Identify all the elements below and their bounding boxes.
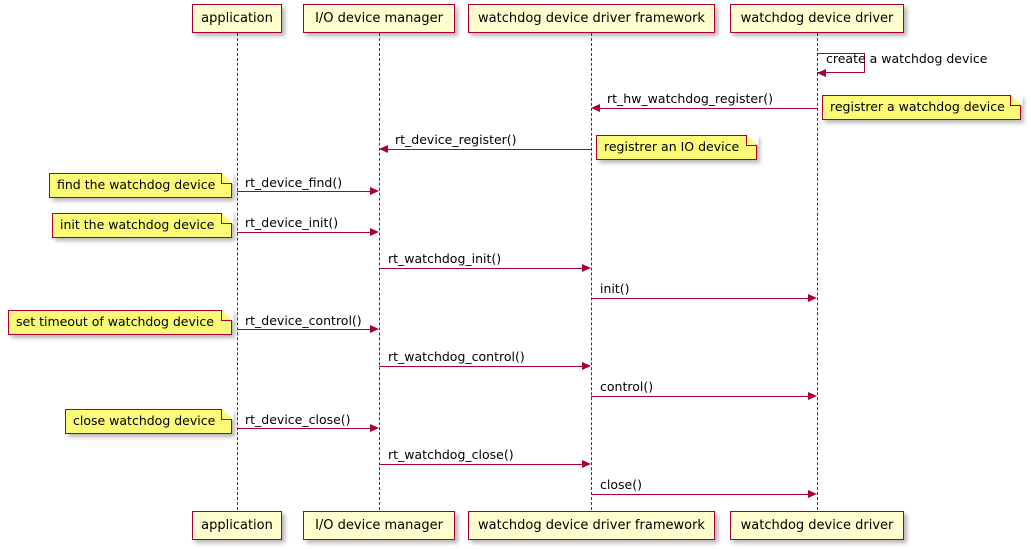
participant-label: watchdog device driver — [740, 518, 894, 533]
lifeline-application — [237, 33, 238, 510]
participant-label: watchdog device driver framework — [478, 11, 705, 26]
message-label-create-watchdog-device: create a watchdog device — [826, 51, 988, 66]
note-fold-corner-icon — [1010, 95, 1021, 106]
participant-top-application[interactable]: application — [192, 4, 282, 33]
note-fold-corner-icon — [221, 409, 232, 420]
note-close-watchdog-device: close watchdog device — [65, 409, 232, 434]
lifeline-framework — [591, 33, 592, 510]
participant-label: I/O device manager — [315, 11, 443, 26]
message-line-control — [591, 396, 813, 397]
message-label-rt-watchdog-close: rt_watchdog_close() — [388, 447, 514, 462]
participant-top-driver[interactable]: watchdog device driver — [730, 4, 904, 33]
note-text: find the watchdog device — [57, 177, 216, 193]
message-line-rt-device-find — [237, 191, 374, 192]
message-label-rt-device-close: rt_device_close() — [245, 412, 351, 427]
message-line-rt-hw-watchdog-register — [596, 108, 817, 109]
message-label-control: control() — [600, 379, 654, 394]
message-arrowhead-rt-watchdog-control — [582, 361, 591, 370]
message-line-rt-device-register — [384, 149, 591, 150]
participant-top-io-device-manager[interactable]: I/O device manager — [303, 4, 455, 33]
message-label-rt-device-control: rt_device_control() — [245, 313, 362, 328]
self-message-create-watchdog-device — [817, 53, 865, 73]
message-arrowhead-rt-hw-watchdog-register — [591, 103, 600, 112]
lifeline-driver — [817, 33, 818, 510]
message-arrowhead-rt-device-find — [370, 186, 379, 195]
message-line-init — [591, 298, 813, 299]
message-label-close: close() — [600, 477, 642, 492]
message-line-rt-watchdog-control — [379, 366, 586, 367]
note-text: close watchdog device — [73, 413, 216, 429]
note-registrer-a-watchdog-device: registrer a watchdog device — [822, 95, 1021, 120]
note-set-timeout-of-watchdog-device: set timeout of watchdog device — [8, 310, 232, 335]
message-label-rt-hw-watchdog-register: rt_hw_watchdog_register() — [607, 91, 773, 106]
participant-label: application — [201, 11, 273, 26]
message-arrowhead-rt-watchdog-init — [582, 263, 591, 272]
message-line-close — [591, 494, 813, 495]
message-label-rt-device-find: rt_device_find() — [245, 175, 343, 190]
participant-label: application — [201, 518, 273, 533]
note-fold-corner-icon — [221, 310, 232, 321]
message-line-rt-device-close — [237, 428, 374, 429]
participant-bottom-framework[interactable]: watchdog device driver framework — [468, 511, 715, 540]
message-arrowhead-control — [808, 391, 817, 400]
message-label-rt-device-init: rt_device_init() — [245, 215, 339, 230]
message-line-rt-device-init — [237, 232, 374, 233]
note-text: set timeout of watchdog device — [16, 314, 214, 330]
message-line-rt-watchdog-init — [379, 268, 586, 269]
participant-label: watchdog device driver framework — [478, 518, 705, 533]
message-arrowhead-close — [808, 489, 817, 498]
participant-bottom-application[interactable]: application — [192, 511, 282, 540]
participant-top-framework[interactable]: watchdog device driver framework — [468, 4, 715, 33]
message-arrowhead-init — [808, 293, 817, 302]
note-text: registrer an IO device — [604, 139, 740, 155]
message-line-rt-watchdog-close — [379, 464, 586, 465]
message-label-rt-watchdog-init: rt_watchdog_init() — [388, 251, 502, 266]
self-message-arrowhead — [817, 68, 826, 77]
participant-bottom-io-device-manager[interactable]: I/O device manager — [303, 511, 455, 540]
lifeline-io-device-manager — [379, 33, 380, 510]
message-arrowhead-rt-device-close — [370, 423, 379, 432]
note-find-the-watchdog-device: find the watchdog device — [49, 173, 232, 198]
note-fold-corner-icon — [746, 135, 757, 146]
participant-label: watchdog device driver — [740, 11, 894, 26]
note-text: registrer a watchdog device — [830, 99, 1005, 115]
note-text: init the watchdog device — [60, 217, 215, 233]
note-init-the-watchdog-device: init the watchdog device — [52, 213, 232, 238]
note-registrer-an-io-device: registrer an IO device — [596, 135, 757, 160]
message-arrowhead-rt-device-control — [370, 324, 379, 333]
message-label-rt-device-register: rt_device_register() — [395, 132, 517, 147]
participant-label: I/O device manager — [315, 518, 443, 533]
message-arrowhead-rt-watchdog-close — [582, 459, 591, 468]
participant-bottom-driver[interactable]: watchdog device driver — [730, 511, 904, 540]
note-fold-corner-icon — [221, 173, 232, 184]
note-fold-corner-icon — [221, 213, 232, 224]
message-label-init: init() — [600, 281, 630, 296]
message-arrowhead-rt-device-init — [370, 227, 379, 236]
message-line-rt-device-control — [237, 329, 374, 330]
message-label-rt-watchdog-control: rt_watchdog_control() — [388, 349, 525, 364]
message-arrowhead-rt-device-register — [379, 144, 388, 153]
